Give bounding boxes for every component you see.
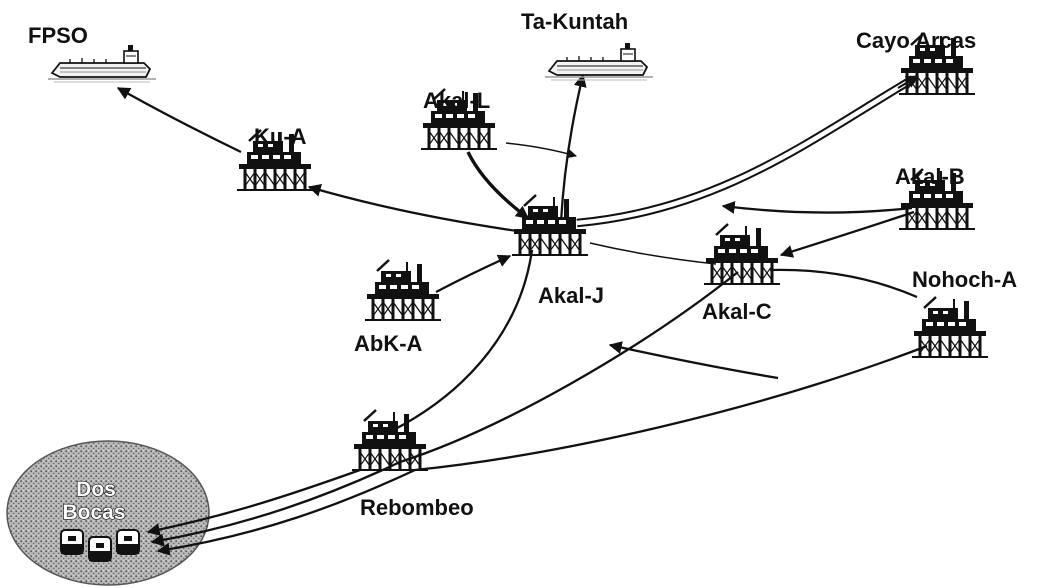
ku-a-label: Ku-A: [254, 124, 307, 149]
dos-bocas-terminal: Dos Bocas: [6, 440, 210, 586]
rebombeo-label: Rebombeo: [360, 495, 474, 520]
abk-a-platform-icon: [363, 258, 443, 322]
edge-nohoch-a-branch: [608, 341, 779, 380]
edge-akal-j-ku-a: [307, 184, 525, 234]
edge-akal-j-akal-c: [589, 242, 717, 265]
edge-nohoch-a-rebombeo: [414, 344, 928, 472]
nohoch-a-label: Nohoch-A: [912, 267, 1018, 292]
rebombeo-platform-icon: [350, 408, 430, 472]
abk-a-label: AbK-A: [354, 331, 423, 356]
dos-bocas-label-line2: Bocas: [62, 501, 125, 524]
edge-rebombeo-dos-bocas-1: [146, 468, 361, 536]
nohoch-a-platform-icon: [910, 295, 990, 359]
ta-kuntah-tanker-icon: [544, 42, 654, 81]
akal-j-label: Akal-J: [538, 283, 605, 308]
edge-akal-l-ta-kuntah: [505, 142, 577, 159]
fpso-tanker-icon: [47, 44, 157, 83]
pipeline-edges: [116, 73, 928, 556]
edge-akal-l-akal-j: [466, 151, 530, 220]
edge-rebombeo-dos-bocas-3: [156, 468, 416, 556]
akal-j-platform-icon: [510, 193, 590, 257]
edge-akal-b-cayo-arcas: [721, 200, 913, 214]
fpso-label: FPSO: [28, 23, 88, 48]
cayo-arcas-label: Cayo Arcas: [856, 28, 977, 53]
edge-akal-j-cayo-arcas-outer: [576, 75, 916, 228]
edge-ku-a-fpso: [116, 86, 242, 154]
edge-akal-j-cayo-arcas-inner: [576, 77, 915, 226]
edge-nohoch-a-akal-c: [769, 268, 918, 299]
akal-c-platform-icon: [702, 222, 782, 286]
ta-kuntah-label: Ta-Kuntah: [521, 9, 629, 34]
edge-rebombeo-dos-bocas-2: [150, 460, 401, 547]
edge-abk-a-akal-j: [435, 254, 512, 294]
edge-akal-b-akal-c: [779, 210, 915, 258]
edge-akal-c-rebombeo: [399, 271, 739, 464]
akal-l-label: Akal-L: [423, 88, 491, 113]
dos-bocas-label-line1: Dos: [76, 478, 116, 501]
akal-b-label: Akal-B: [895, 164, 965, 189]
akal-c-label: Akal-C: [702, 299, 772, 324]
node-icons: [47, 32, 990, 472]
